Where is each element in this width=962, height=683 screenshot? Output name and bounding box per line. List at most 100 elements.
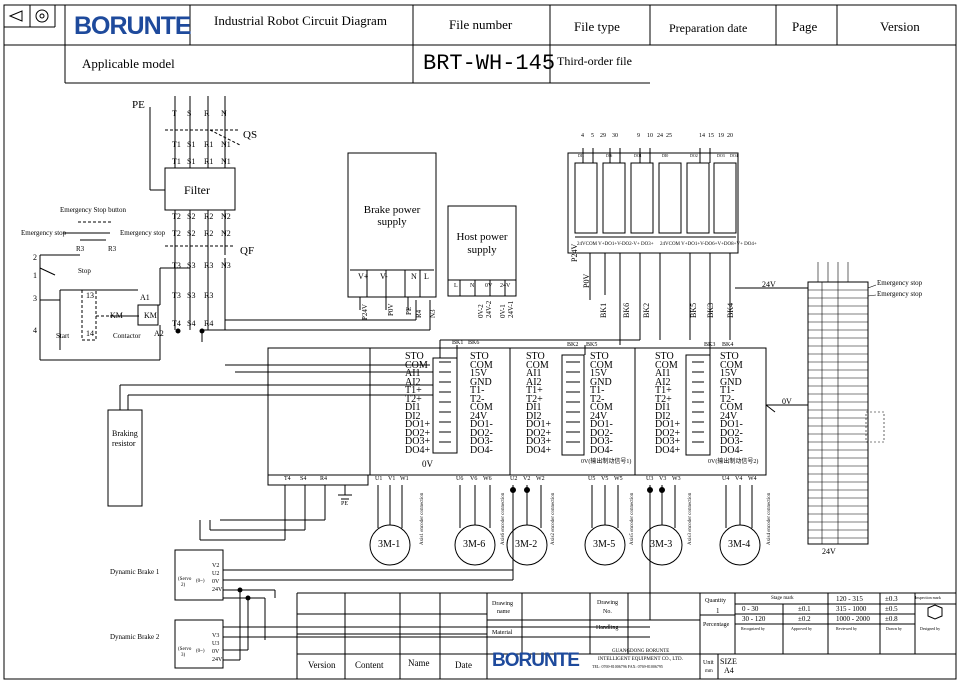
title-block-grid — [296, 592, 956, 679]
dyn-pin: V2 — [212, 563, 220, 569]
drive-right-pin: T2- — [590, 393, 605, 405]
io-pin: 4 — [581, 133, 584, 139]
motor-label: 3M-2 — [515, 539, 538, 550]
drive-right-pin: DO4- — [720, 444, 743, 456]
power-terminal: S2 — [187, 229, 196, 238]
motor-label: 3M-5 — [593, 539, 616, 550]
tb-inspection: Inspection mark — [915, 595, 941, 600]
brake-output: P24V — [361, 304, 369, 320]
drive-right-pin: DO3- — [720, 436, 743, 447]
file-type-value: Third-order file — [557, 54, 632, 68]
motor-terminal: V5 — [601, 476, 609, 482]
power-terminal: N1 — [221, 157, 231, 166]
drive-right-pin: DO2- — [590, 427, 613, 439]
right-estop-1: Emergency stop — [877, 279, 923, 287]
tb-content: Content — [355, 660, 384, 670]
tb-size-val: A4 — [724, 666, 734, 675]
file-type-label: File type — [574, 19, 620, 34]
term-3: 3 — [33, 294, 37, 303]
tb-tol: ±0.5 — [885, 605, 898, 613]
term-2: 2 — [33, 253, 37, 262]
drive-right-pin: DO2- — [720, 427, 743, 439]
io-conn-label: DI6 — [606, 153, 613, 158]
drive-right-pin: STO — [590, 351, 609, 362]
r3-label-a: R3 — [76, 245, 85, 253]
motor-terminal: W4 — [748, 476, 757, 482]
drive-right-pin: COM — [590, 359, 613, 371]
drive-bottom-terminal: R4 — [320, 476, 328, 482]
tb-tol: ±0.8 — [885, 615, 898, 623]
bk-label: BK3 — [706, 302, 715, 318]
projection-symbol — [8, 9, 49, 23]
tb-material: Material — [492, 630, 513, 636]
right-24v-label: 24V — [822, 547, 836, 556]
host-output: 24V-1 — [507, 300, 515, 318]
io-pin: 19 — [718, 133, 724, 139]
io-board-internals — [574, 148, 737, 254]
header-grid — [4, 5, 956, 84]
drive-right-pin: STO — [720, 351, 739, 362]
motor-terminal: U2 — [510, 476, 518, 482]
motor-terminal: U5 — [588, 476, 596, 482]
tb-tol: 120 - 315 — [836, 595, 863, 603]
power-terminal: T3 — [172, 261, 181, 270]
host-supply-title-2: supply — [467, 244, 497, 256]
diagram-title: Industrial Robot Circuit Diagram — [214, 13, 387, 28]
power-terminal: R3 — [204, 291, 214, 300]
drive-right-pin: 15V — [470, 368, 488, 379]
tb-company: TEL: 0769-81006796 FAX: 0769-81006795 — [592, 664, 663, 669]
start-label: Start — [56, 332, 70, 340]
drive-zero-v-note: 0V(输出制动信号2) — [708, 459, 759, 465]
phase-label: R — [204, 109, 210, 118]
drive-bk-tag: BK4 — [722, 342, 734, 348]
drive-left-pin: AI1 — [405, 368, 421, 379]
io-bottom-row-b: 24VCOM V+DO1+V-DO6+V+DO8+V+ DO4+ — [660, 242, 757, 247]
stop-label: Stop — [78, 267, 91, 275]
brake-power-supply-box — [347, 152, 437, 298]
drive-bk-tag: BK6 — [468, 340, 480, 346]
dyn-pin: 24V — [212, 657, 223, 663]
io-p0v-label: P0V — [582, 273, 591, 288]
drive-right-pin: DO4- — [470, 444, 493, 456]
power-terminal: S4 — [187, 319, 196, 328]
qf-label: QF — [240, 245, 255, 257]
tb-company: INTELLIGENT EQUIPMENT CO., LTD. — [598, 657, 683, 662]
motor-label: 3M-4 — [728, 539, 751, 550]
drive-right-pin: DO4- — [590, 444, 613, 456]
motor-symbols — [369, 485, 761, 620]
io-conn-label: DO1 — [634, 153, 642, 158]
drive-right-pin: DO1- — [590, 419, 613, 430]
brake-terminal: N — [411, 272, 417, 281]
page-label: Page — [792, 19, 818, 34]
drive-right-pin: T1- — [590, 385, 605, 396]
tb-handling: Handling — [596, 625, 619, 631]
pe-label: PE — [132, 99, 145, 111]
power-terminal: S1 — [187, 157, 196, 166]
label-14: 14 — [86, 329, 94, 338]
power-terminal: N2 — [221, 212, 231, 221]
encoder-label: Axis6 encoder connection — [501, 492, 506, 545]
host-output: 0V-1 — [499, 304, 507, 318]
drive-right-pin: DO1- — [720, 419, 743, 430]
io-pin: 25 — [666, 133, 672, 139]
motor-terminal: V2 — [523, 476, 531, 482]
drive-left-pin: DO2+ — [526, 427, 552, 439]
drive-right-pin: COM — [590, 402, 613, 413]
drive-right-pin: COM — [720, 359, 743, 371]
drive-right-pin: DO1- — [470, 419, 493, 430]
tb-tol: ±0.3 — [885, 595, 898, 603]
drive-zero-v: 0V — [422, 459, 433, 469]
drive-left-pin: DO2+ — [405, 427, 431, 439]
drive-right-pin: T2- — [720, 393, 735, 405]
drive-left-pin: DO3+ — [405, 436, 431, 447]
estop-left-label: Emergency stop — [21, 229, 67, 237]
r3-label-b: R3 — [108, 245, 117, 253]
motor-terminal: W3 — [672, 476, 681, 482]
drive-left-pin: T1+ — [405, 385, 422, 396]
drive-right-pin: T2- — [470, 393, 485, 405]
drive-left-pin: DO2+ — [655, 427, 681, 439]
tb-drawing-name: Drawing — [492, 601, 513, 607]
io-pin: 5 — [591, 133, 594, 139]
host-terminal: L — [454, 283, 458, 289]
